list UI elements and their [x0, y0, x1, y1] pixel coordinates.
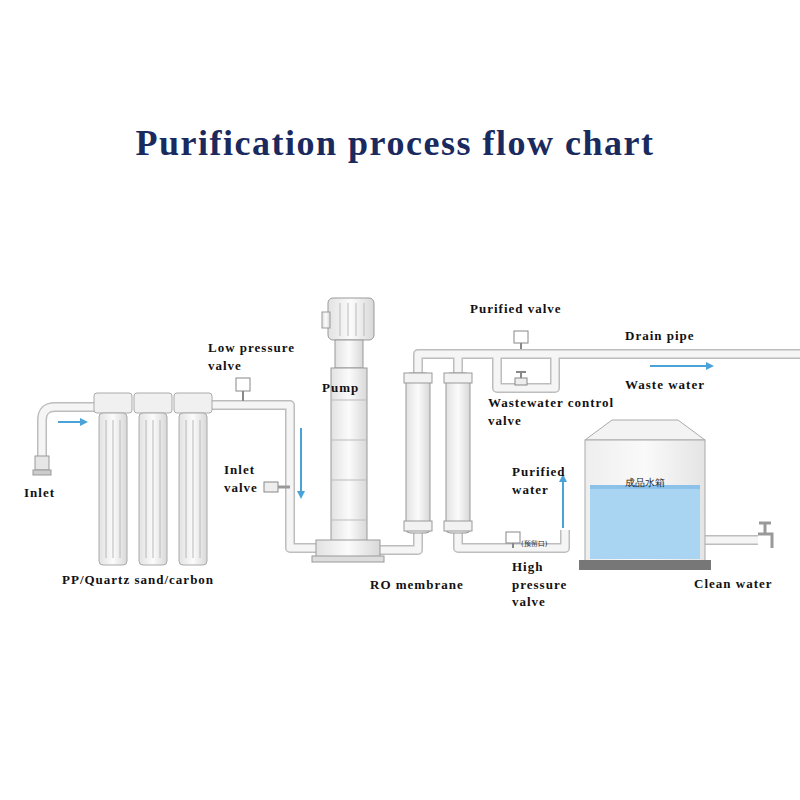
part-label: Wastewater control valve	[488, 394, 620, 429]
tank-label-box: 成品水箱	[585, 440, 705, 562]
part-label: Purified valve	[470, 300, 562, 318]
part-label: (预留口)	[521, 540, 547, 549]
part-label: High pressure valve	[512, 558, 590, 611]
tank-name: 成品水箱	[585, 476, 705, 490]
chart-title: Purification process flow chart	[0, 122, 790, 164]
part-label: Clean water	[694, 575, 773, 593]
part-label: Inlet	[24, 484, 55, 502]
part-label: PP/Quartz sand/carbon	[62, 571, 214, 589]
part-label: Pump	[322, 379, 359, 397]
part-label: Purified water	[512, 463, 584, 498]
part-label: Inlet valve	[224, 461, 276, 496]
part-label: RO membrane	[370, 576, 464, 594]
part-label: Drain pipe	[625, 327, 695, 345]
part-label: Low pressure valve	[208, 339, 320, 374]
part-label: Waste water	[625, 376, 705, 394]
